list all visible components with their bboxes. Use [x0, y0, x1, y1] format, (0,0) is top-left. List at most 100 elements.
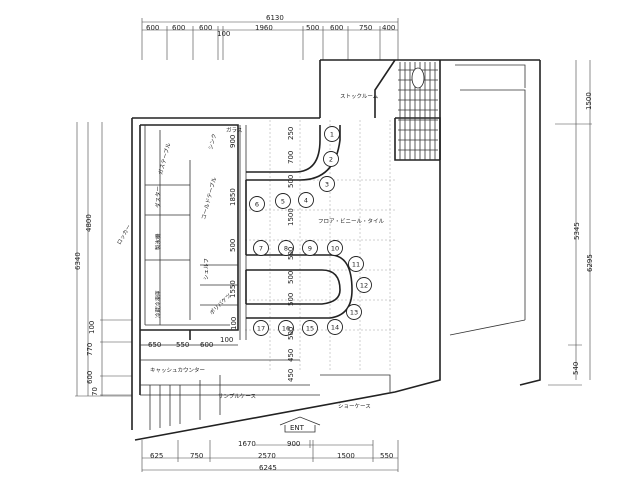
- dim: 625: [150, 452, 163, 460]
- stool-number: 6: [255, 201, 259, 209]
- stool: [327, 240, 343, 256]
- dim: 750: [190, 452, 203, 460]
- label-glass: ガラス: [226, 126, 242, 134]
- room-labels: ストックルーム フロア・ビニール・タイル ガステーブル コールドテーブル シンク…: [116, 93, 385, 432]
- dim: 900: [287, 440, 300, 448]
- walls: [131, 59, 541, 441]
- stool: [348, 256, 364, 272]
- label-sink: シンク: [207, 133, 218, 151]
- dim: 500: [229, 239, 237, 252]
- dim: 450: [287, 369, 295, 382]
- stool: [298, 192, 314, 208]
- dim: 1500: [287, 208, 295, 226]
- dim: 500: [287, 247, 295, 260]
- dim: 100: [230, 317, 238, 330]
- dim: 6295: [586, 254, 594, 272]
- label-duster: ダスター: [154, 186, 162, 208]
- right-dimension: 1500 5345 6295 540: [548, 60, 594, 386]
- restroom: [398, 62, 438, 160]
- dim: 600: [200, 341, 213, 349]
- label-locker: ロッカー: [116, 223, 133, 246]
- stool-number: 5: [281, 198, 285, 206]
- dim: 600: [146, 24, 159, 32]
- dim: 450: [287, 349, 295, 362]
- dim: 750: [359, 24, 372, 32]
- dim: 1500: [585, 92, 593, 110]
- dim: 600: [172, 24, 185, 32]
- dim: 500: [306, 24, 319, 32]
- stool-number: 15: [306, 325, 314, 333]
- dim-total-bottom: 6245: [259, 464, 277, 472]
- stool: [278, 240, 294, 256]
- dim: 100: [220, 336, 233, 344]
- dim-total-left: 6340: [74, 252, 82, 270]
- stool: [356, 277, 372, 293]
- label-shelf: シェルフ: [203, 258, 210, 280]
- toilet-icon: [411, 67, 425, 89]
- dim-total-top: 6130: [266, 14, 284, 22]
- stool-number: 7: [259, 245, 263, 253]
- entrance-area: [140, 374, 391, 433]
- dim: 500: [287, 327, 295, 340]
- stool-number: 8: [284, 245, 288, 253]
- dim: 100: [217, 30, 230, 38]
- label-sample-case: サンプルケース: [218, 393, 256, 400]
- dim: 1550: [229, 280, 237, 298]
- dim: 770: [86, 343, 94, 356]
- dim: 900: [229, 135, 237, 148]
- stool: [324, 126, 340, 142]
- dim: 1500: [337, 452, 355, 460]
- stool: [302, 240, 318, 256]
- dim: 250: [287, 127, 295, 140]
- dim: 550: [176, 341, 189, 349]
- dim: 600: [86, 371, 94, 384]
- stool-number: 1: [330, 131, 334, 139]
- label-ice-machine: 製氷機: [154, 233, 162, 250]
- stool-number: 4: [304, 197, 308, 205]
- stool: [253, 320, 269, 336]
- dim: 600: [330, 24, 343, 32]
- dim: 5345: [573, 222, 581, 240]
- stool: [302, 320, 318, 336]
- label-stock-room: ストックルーム: [340, 93, 379, 100]
- dim: 540: [572, 362, 580, 375]
- entrance-arrow: [279, 416, 321, 433]
- dim: 500: [287, 175, 295, 188]
- stool: [327, 319, 343, 335]
- label-floor-finish: フロア・ビニール・タイル: [318, 217, 385, 225]
- dim: 4800: [85, 214, 93, 232]
- label-cold-table: コールドテーブル: [199, 176, 218, 221]
- stool: [323, 151, 339, 167]
- label-gas-table: ガステーブル: [156, 141, 172, 175]
- stool: [319, 176, 335, 192]
- bar-counter: [245, 125, 353, 319]
- dim: 1670: [238, 440, 256, 448]
- dim: 1960: [255, 24, 273, 32]
- stool-number: 12: [360, 282, 368, 290]
- stool: [249, 196, 265, 212]
- dim: 400: [382, 24, 395, 32]
- dim: 2570: [258, 452, 276, 460]
- dim: 550: [380, 452, 393, 460]
- stool: [278, 320, 294, 336]
- stool-number: 9: [308, 245, 312, 253]
- dim: 650: [148, 341, 161, 349]
- label-fridge: 冷蔵冷凍庫: [154, 290, 162, 318]
- dim: 70: [91, 387, 99, 396]
- stool: [346, 304, 362, 320]
- stool-number: 16: [282, 325, 290, 333]
- label-cash-counter: キャッシュカウンター: [150, 366, 205, 374]
- dim: 500: [287, 271, 295, 284]
- stool-number: 11: [352, 261, 360, 269]
- dim: 500: [287, 293, 295, 306]
- left-dimension: 6340 4800 100 770 600 70: [74, 122, 132, 397]
- label-showcase: ショーケース: [338, 403, 371, 410]
- dim: 1850: [229, 188, 237, 206]
- stool-number: 14: [331, 324, 339, 332]
- bottom-dimension: 625 750 2570 1500 550 6245 1670 900: [141, 440, 399, 472]
- stool: [275, 193, 291, 209]
- stool-number: 10: [331, 245, 339, 253]
- stool-number: 13: [350, 309, 358, 317]
